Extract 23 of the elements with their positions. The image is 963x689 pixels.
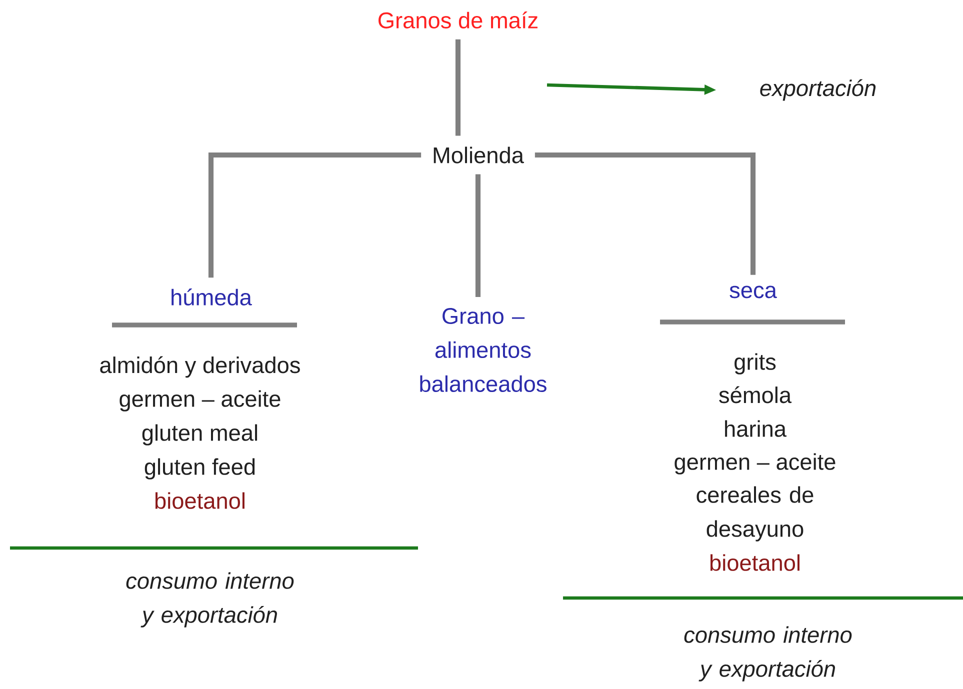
product-label: bioetanol	[710, 554, 800, 571]
category-label: Grano – alimentos balanceados	[420, 308, 546, 392]
connector-line	[455, 39, 461, 136]
connector-line	[534, 152, 756, 275]
product-label: gluten feed	[144, 458, 255, 480]
product-label: grits	[734, 353, 776, 374]
product-label: consumo interno y exportación	[684, 626, 852, 682]
product-label: bioetanol	[155, 492, 244, 509]
category-label: seca	[730, 286, 777, 298]
connector-line	[208, 152, 422, 278]
connector-line	[475, 174, 481, 298]
product-label: germen – aceite	[120, 390, 280, 412]
category-label: húmeda	[172, 288, 252, 306]
product-label: harina	[725, 420, 786, 437]
product-label: sémola	[719, 386, 792, 404]
product-label: consumo interno y exportación	[126, 572, 294, 628]
category-label: exportación	[760, 79, 876, 101]
product-label: germen – aceite	[674, 453, 836, 474]
category-label: Granos de maíz	[378, 12, 538, 28]
product-label: gluten meal	[142, 424, 258, 446]
category-label: Molienda	[434, 146, 524, 164]
product-label: almidón y derivados	[100, 356, 300, 378]
product-label: cereales de desayuno	[696, 486, 814, 542]
